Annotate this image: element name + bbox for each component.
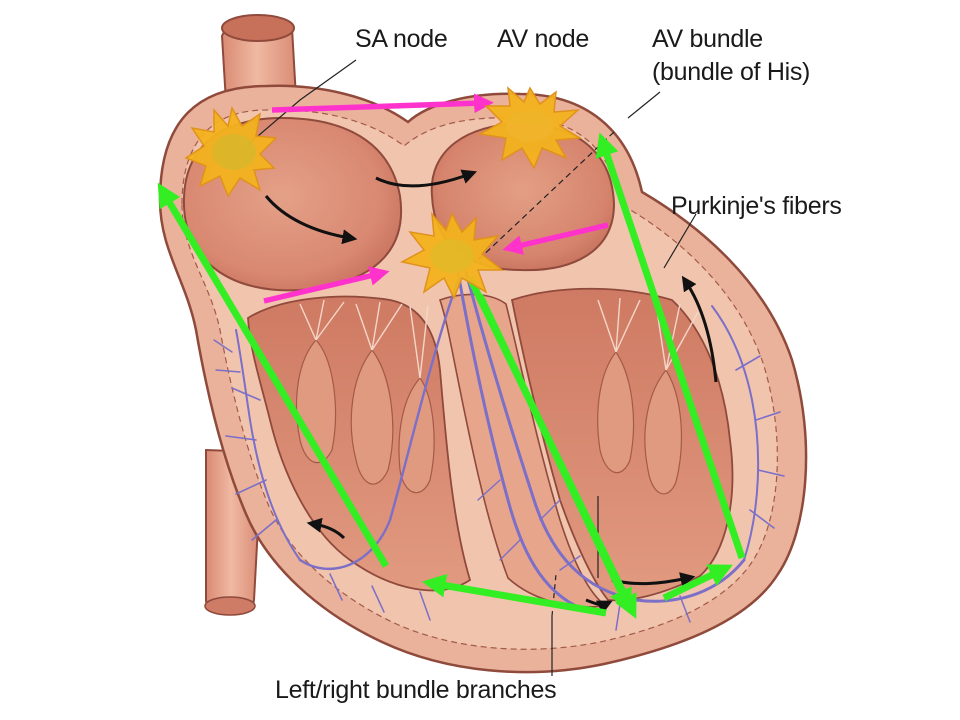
signal-arrow-into-av-bundle-left — [263, 266, 390, 304]
signal-arrow-sa-to-av — [271, 93, 494, 114]
av-bundle-marker — [399, 211, 505, 300]
papillary-muscle — [398, 377, 435, 494]
purkinje-fiber — [464, 270, 746, 603]
purkinje-fiber — [329, 573, 691, 631]
leader-line-sa-node — [243, 59, 357, 149]
purkinje-fiber — [225, 387, 277, 541]
sa-node-signal-arrows — [263, 93, 609, 304]
av-node-marker — [477, 86, 583, 170]
flow-arrow — [681, 275, 718, 383]
purkinje-fiber-network — [213, 270, 785, 631]
purkinje-fiber — [235, 329, 301, 561]
label-bundle-branches: Left/right bundle branches — [275, 676, 557, 704]
conduction-arrow-apex-right — [662, 564, 733, 602]
signal-arrow-into-av-bundle-right — [502, 222, 609, 255]
sa-node-marker — [184, 105, 278, 198]
label-bundle-of-his: (bundle of His) — [652, 58, 811, 86]
chordae-tendineae — [299, 297, 699, 379]
label-leader-lines — [243, 59, 697, 676]
inferior-vessel-opening — [204, 596, 256, 616]
label-av-bundle: AV bundle — [652, 25, 763, 53]
conduction-path-arrows — [157, 132, 746, 619]
label-sa-node: SA node — [355, 25, 448, 53]
label-av-node: AV node — [497, 25, 589, 53]
purkinje-fiber — [477, 479, 581, 571]
papillary-muscles — [295, 339, 683, 495]
conduction-arrow-left-wall — [157, 182, 390, 568]
papillary-muscle — [350, 349, 394, 485]
conduction-arrow-right-wall — [595, 132, 746, 560]
purkinje-fiber — [456, 270, 592, 614]
papillary-muscle — [597, 350, 635, 474]
conduction-arrow-apex-left — [421, 573, 607, 617]
leader-line-purkinje — [663, 213, 697, 269]
leader-line-bundle-branches-inner — [551, 573, 557, 617]
conduction-arrow-septum-right — [476, 294, 632, 613]
papillary-muscle — [644, 368, 683, 495]
purkinje-fiber — [213, 339, 241, 373]
leader-line-av-bundle-inner — [475, 131, 615, 263]
label-purkinje-fibers: Purkinje's fibers — [671, 192, 842, 220]
leader-line-av-bundle — [627, 91, 661, 119]
flow-arrow — [375, 169, 478, 188]
flow-arrow — [306, 517, 346, 540]
flow-arrow — [585, 598, 613, 615]
purkinje-fiber — [298, 278, 460, 570]
flow-arrow — [264, 195, 358, 245]
superior-vessel-opening — [221, 14, 295, 42]
purkinje-fiber — [735, 355, 785, 529]
purkinje-fiber — [711, 305, 760, 561]
